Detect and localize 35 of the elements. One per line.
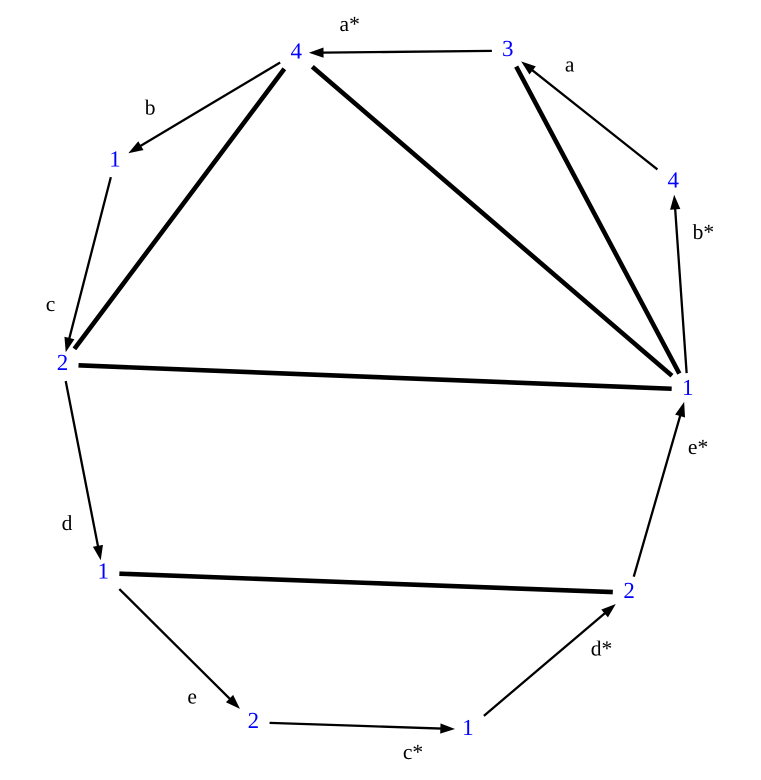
arrow [64,380,103,560]
arrow [308,48,492,58]
arrow [270,722,455,734]
edge-label: c [46,292,56,316]
node-text: 4 [290,38,302,64]
edge-label: d [62,510,72,535]
node-text: 1 [462,714,474,740]
edge-label: b* [692,220,714,244]
node-text: 2 [623,578,635,604]
edge-label: e [187,684,197,709]
node-text: 4 [668,168,680,193]
node-text: 1 [109,146,121,172]
edge-label: d* [590,636,612,661]
edge-label: c* [402,740,424,764]
arrow [118,588,240,709]
edge-label: b [144,96,156,120]
edge-label: a* [340,12,360,36]
connector [119,571,613,594]
arrow [64,176,112,352]
connector [514,66,682,375]
node-text: 2 [56,350,68,376]
connector [78,363,672,392]
arrow [632,402,686,578]
node-text: 2 [248,708,260,733]
edge-label: e* [688,434,708,459]
edge-label: a [564,52,574,76]
node-text: 1 [97,558,109,584]
arrow [128,62,281,154]
arrow [670,194,688,374]
connector [310,64,674,378]
arrow [521,61,658,170]
node-text: 3 [502,36,514,62]
arrow [483,604,616,717]
connector [72,67,286,350]
node-text: 1 [682,374,694,400]
